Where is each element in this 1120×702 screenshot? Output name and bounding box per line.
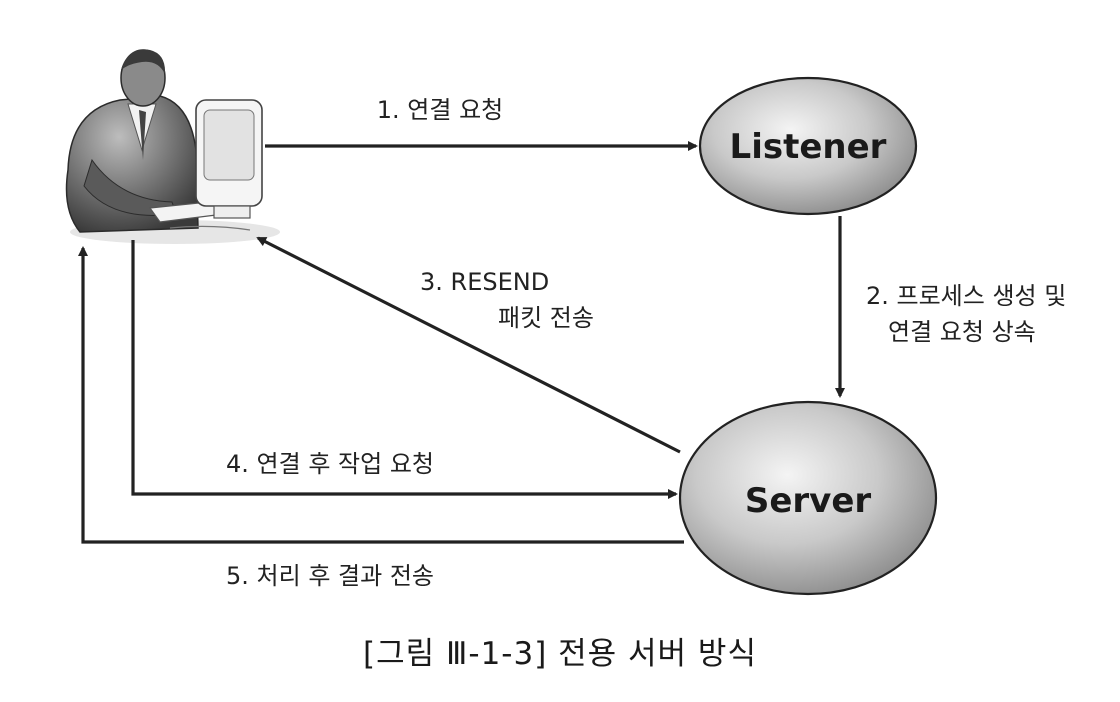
edge-label-4: 4. 연결 후 작업 요청	[226, 450, 434, 478]
edge-label-2-line2: 연결 요청 상속	[888, 318, 1036, 346]
listener-label: Listener	[730, 127, 887, 167]
arrow-resend-packet	[256, 236, 681, 454]
edge-label-2-line1: 2. 프로세스 생성 및	[866, 282, 1066, 310]
edge-label-1: 1. 연결 요청	[377, 96, 503, 124]
server-node	[678, 400, 938, 596]
arrow-return-result	[78, 246, 684, 544]
server-label: Server	[745, 481, 872, 521]
user-at-computer-icon	[65, 49, 280, 244]
arrow-work-request	[131, 240, 678, 499]
edge-label-3-line1: 3. RESEND	[420, 268, 549, 296]
edge-label-3-line2: 패킷 전송	[498, 304, 594, 332]
listener-node	[698, 76, 918, 216]
edge-label-5: 5. 처리 후 결과 전송	[226, 562, 434, 590]
figure-caption: [그림 Ⅲ-1-3] 전용 서버 방식	[363, 636, 757, 672]
